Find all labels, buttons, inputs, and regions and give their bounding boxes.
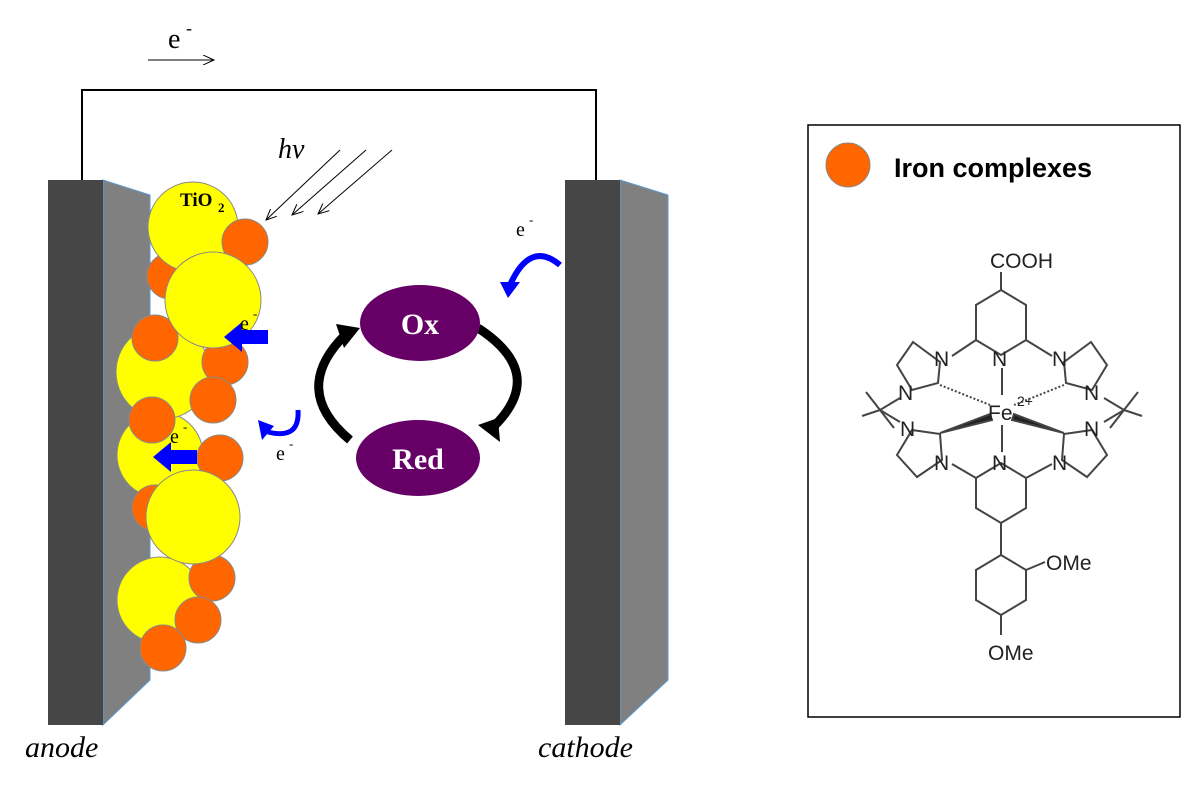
svg-text:N: N bbox=[934, 452, 949, 475]
anode-label: anode bbox=[25, 731, 98, 764]
svg-text:Fe: Fe bbox=[988, 402, 1013, 425]
molecule-labels: COOH N N N N N Fe 2+ N N N N N OMe OMe bbox=[898, 250, 1099, 665]
svg-text:-: - bbox=[186, 18, 192, 38]
ox-species: Ox bbox=[360, 285, 480, 361]
legend-title: Iron complexes bbox=[894, 153, 1092, 183]
svg-text:N: N bbox=[992, 348, 1007, 371]
svg-text:-: - bbox=[529, 212, 533, 227]
svg-text:OMe: OMe bbox=[988, 642, 1034, 665]
svg-text:e: e bbox=[516, 219, 525, 241]
iron-complex-marker bbox=[825, 142, 871, 188]
svg-text:N: N bbox=[1052, 348, 1067, 371]
electron-transfer-arrow-anode: e - bbox=[258, 409, 301, 465]
svg-text:N: N bbox=[1084, 382, 1099, 405]
external-circuit-wire bbox=[81, 89, 597, 182]
cathode-label: cathode bbox=[538, 731, 633, 764]
svg-text:OMe: OMe bbox=[1046, 552, 1092, 575]
electron-transfer-arrow-cathode: e - bbox=[500, 212, 562, 298]
svg-text:e: e bbox=[240, 313, 249, 335]
iron-complex-structure bbox=[861, 272, 1143, 635]
svg-text:2: 2 bbox=[218, 200, 225, 215]
svg-text:COOH: COOH bbox=[990, 250, 1053, 273]
svg-text:-: - bbox=[253, 306, 257, 321]
svg-text:2+: 2+ bbox=[1017, 393, 1033, 409]
tio2-label: TiO 2 bbox=[180, 190, 225, 215]
svg-text:N: N bbox=[1084, 418, 1099, 441]
svg-text:N: N bbox=[900, 418, 915, 441]
svg-text:e: e bbox=[168, 24, 180, 55]
svg-text:e: e bbox=[276, 443, 285, 465]
redox-cycle-arrows bbox=[314, 324, 522, 444]
svg-text:hv: hv bbox=[278, 134, 305, 165]
svg-text:N: N bbox=[1052, 452, 1067, 475]
svg-text:e: e bbox=[170, 426, 179, 448]
electron-injection-arrow: e - bbox=[153, 419, 197, 472]
electron-injection-arrow: e - bbox=[224, 306, 268, 352]
red-species: Red bbox=[356, 420, 480, 496]
svg-text:N: N bbox=[992, 452, 1007, 475]
cathode-electrode bbox=[565, 179, 669, 727]
svg-text:Red: Red bbox=[392, 443, 444, 476]
tio2-dye-particles bbox=[115, 181, 269, 672]
legend-box: Iron complexes bbox=[807, 124, 1181, 718]
svg-text:N: N bbox=[934, 348, 949, 371]
svg-text:N: N bbox=[898, 382, 913, 405]
svg-text:Ox: Ox bbox=[401, 308, 439, 341]
svg-text:-: - bbox=[183, 419, 187, 434]
svg-text:TiO: TiO bbox=[180, 190, 212, 211]
light-rays: hv bbox=[266, 134, 393, 220]
electron-flow-label: e - bbox=[148, 18, 214, 60]
svg-text:-: - bbox=[289, 436, 293, 451]
